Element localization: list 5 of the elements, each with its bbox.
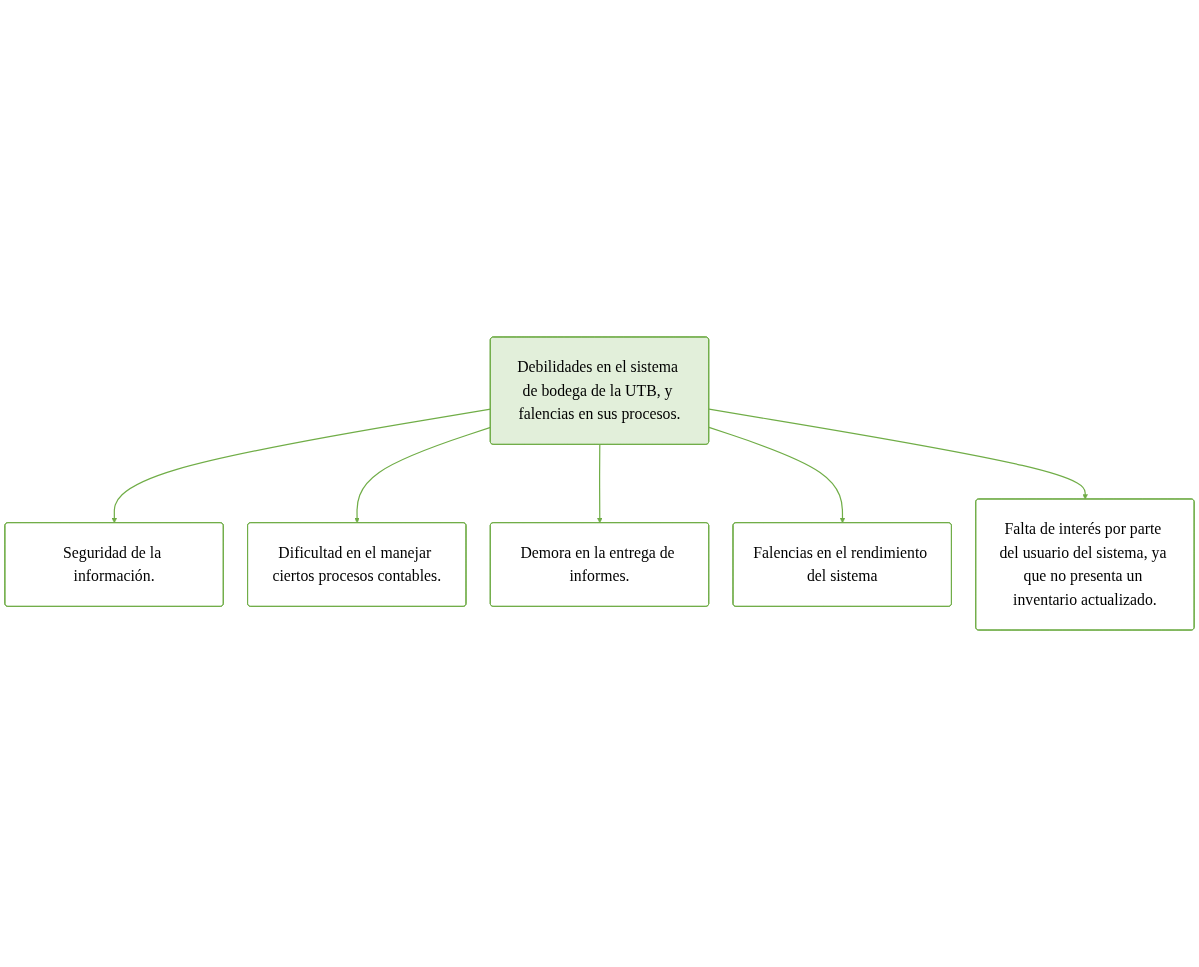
arrow (111, 408, 492, 524)
arrow (708, 426, 846, 524)
arrow (708, 408, 1088, 500)
arrow (354, 426, 492, 524)
arrow (597, 444, 603, 524)
